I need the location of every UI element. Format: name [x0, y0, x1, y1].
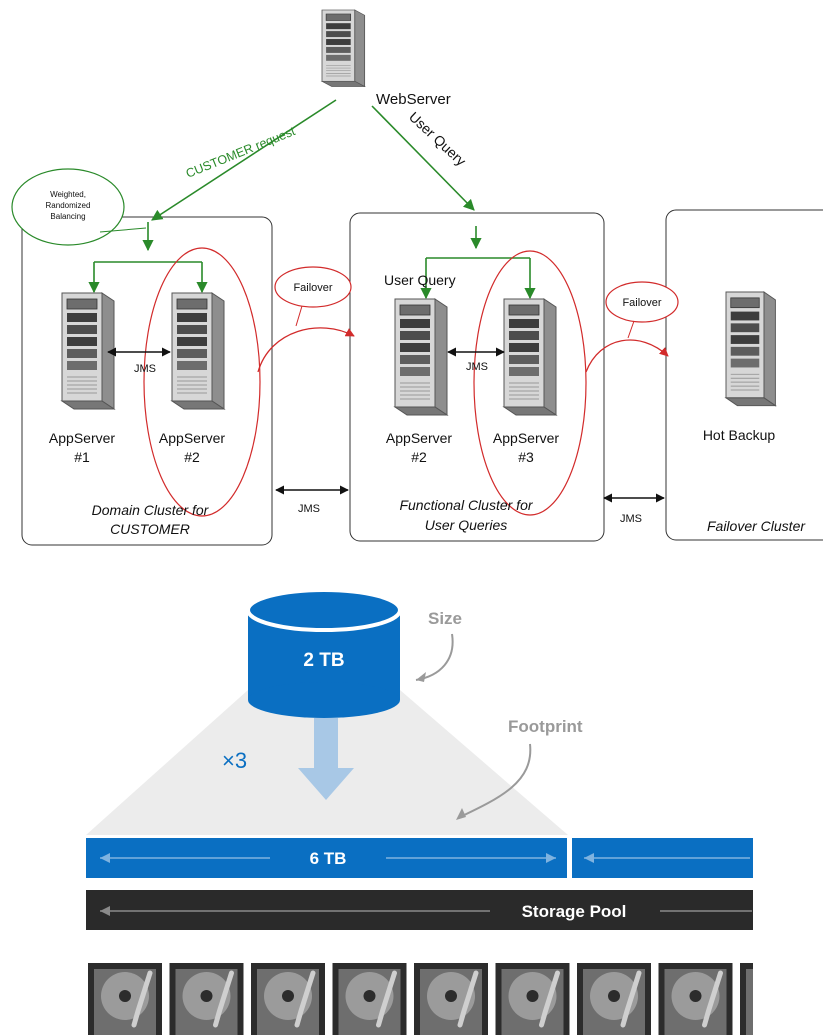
- functional-cluster-caption-2: User Queries: [425, 517, 507, 533]
- jms-label-between-2: JMS: [620, 513, 642, 525]
- hot-backup-label: Hot Backup: [703, 427, 776, 443]
- appserver-3-number: #2: [411, 449, 427, 465]
- hard-disk-icon: [88, 963, 162, 1035]
- appserver-1-icon: [61, 292, 115, 410]
- customer-request-arrow: [151, 99, 337, 221]
- hard-disk-icon: [251, 963, 325, 1035]
- failover-label-1: Failover: [293, 282, 332, 294]
- balancing-bubble: [11, 168, 125, 246]
- customer-request-label: CUSTOMER request: [184, 124, 298, 181]
- storage-pool-bar: [86, 890, 753, 930]
- appserver-1-number: #1: [74, 449, 90, 465]
- domain-cluster-caption-1: Domain Cluster for: [92, 502, 210, 518]
- balancing-line-1: Weighted,: [50, 190, 86, 199]
- failover-arrow-1: [257, 327, 355, 373]
- appserver-4-label: AppServer: [493, 430, 559, 446]
- multiplier-label: ×3: [222, 748, 247, 773]
- appserver-2-icon: [171, 292, 225, 410]
- hard-disk-icon: [414, 963, 488, 1035]
- failover-bubble-1: [274, 266, 352, 308]
- storage-pool-label: Storage Pool: [522, 902, 627, 921]
- failover-group-2: [473, 250, 587, 516]
- disk-row: [88, 960, 823, 1035]
- jms-label-domain: JMS: [134, 363, 156, 375]
- user-query-diagonal-label: User Query: [406, 108, 469, 169]
- appserver-3-label: AppServer: [386, 430, 452, 446]
- failover-cluster-box: [665, 209, 823, 541]
- hard-disk-icon: [333, 963, 407, 1035]
- failover-group-1: [143, 247, 261, 517]
- jms-label-between-1: JMS: [298, 503, 320, 515]
- failover-cluster-caption: Failover Cluster: [707, 518, 806, 534]
- appserver-2-number: #2: [184, 449, 200, 465]
- webserver-icon: [321, 9, 366, 87]
- hard-disk-icon: [496, 963, 570, 1035]
- user-query-arrow: [371, 105, 475, 211]
- size-label: Size: [428, 609, 462, 628]
- balancing-line-2: Randomized: [46, 201, 91, 210]
- volume-size-label: 2 TB: [303, 650, 344, 671]
- appserver-1-label: AppServer: [49, 430, 115, 446]
- domain-cluster-caption-2: CUSTOMER: [110, 521, 190, 537]
- functional-cluster-box: [349, 212, 605, 542]
- failover-bubble-2: [605, 281, 679, 323]
- size-pointer-arrow: [415, 633, 454, 681]
- balancing-line-3: Balancing: [50, 212, 85, 221]
- domain-cluster-box: [21, 216, 273, 546]
- appserver-4-number: #3: [518, 449, 534, 465]
- replication-down-arrow: [298, 718, 354, 800]
- failover-label-2: Failover: [622, 297, 661, 309]
- footprint-label: Footprint: [508, 717, 583, 736]
- functional-cluster-caption-1: Functional Cluster for: [399, 497, 533, 513]
- disk-row-edge-mask: [753, 960, 823, 1035]
- webserver-label: WebServer: [376, 91, 451, 108]
- hard-disk-icon: [170, 963, 244, 1035]
- hard-disk-icon: [659, 963, 733, 1035]
- hot-backup-server-icon: [725, 291, 776, 407]
- functional-user-query-label: User Query: [384, 272, 456, 288]
- footprint-pointer-arrow: [457, 743, 532, 819]
- volume-cylinder-icon: [246, 588, 402, 718]
- appserver-4-icon: [503, 298, 557, 416]
- appserver-3-icon: [394, 298, 448, 416]
- appserver-2-label: AppServer: [159, 430, 225, 446]
- hard-disk-icon: [577, 963, 651, 1035]
- jms-label-functional: JMS: [466, 361, 488, 373]
- footprint-size-label: 6 TB: [310, 849, 347, 868]
- failover-arrow-2: [585, 339, 669, 373]
